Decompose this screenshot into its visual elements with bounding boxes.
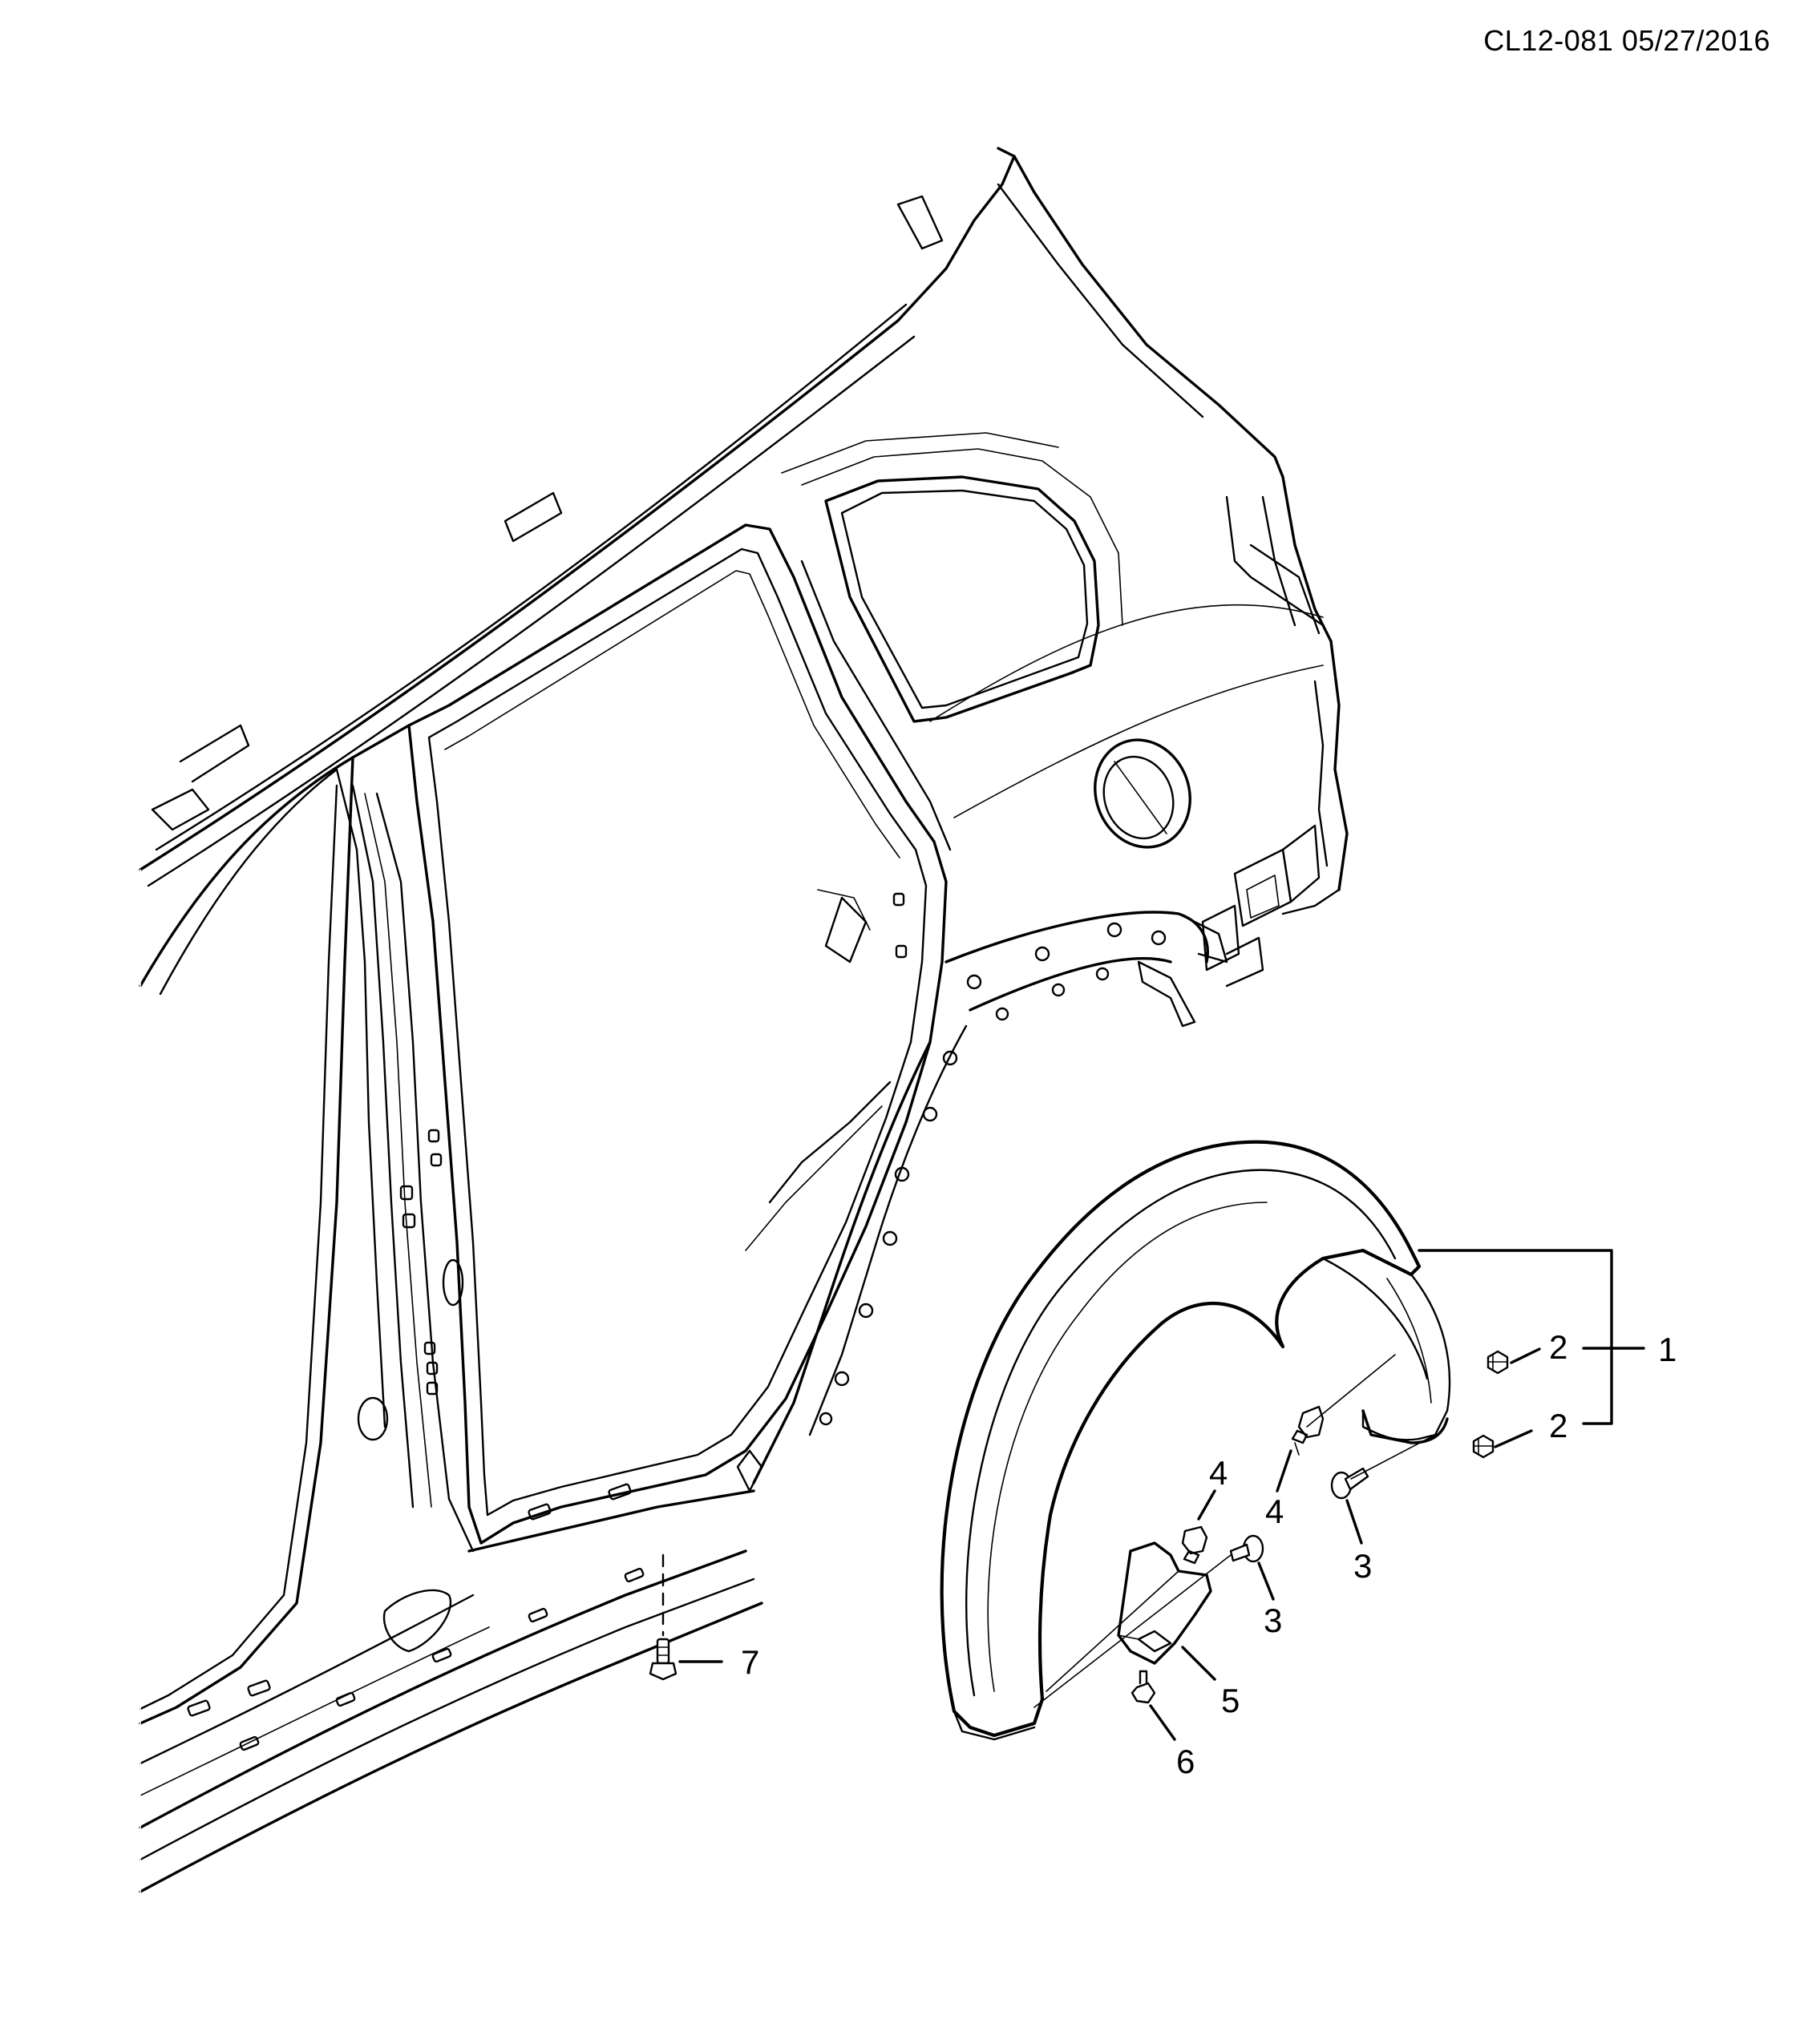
callout-2-lower: 2 [1549, 1407, 1567, 1444]
retainer-upper [1181, 1525, 1208, 1565]
nut-lower [1472, 1434, 1495, 1459]
splash-shield [1117, 1541, 1212, 1665]
document-code: CL12-081 05/27/2016 [1483, 24, 1770, 57]
screw [1131, 1670, 1156, 1704]
rocker-slots [187, 1483, 645, 1751]
arch-holes [819, 922, 1167, 1426]
callout-7: 7 [741, 1643, 759, 1681]
callout-1: 1 [1658, 1331, 1677, 1368]
retainer-lower [1291, 1405, 1325, 1456]
callout-2-upper: 2 [1549, 1328, 1567, 1366]
bolt [649, 1638, 678, 1681]
callout-4-lower: 4 [1265, 1493, 1284, 1530]
callout-5: 5 [1221, 1682, 1240, 1719]
push-pin-retainer-center [1229, 1534, 1264, 1563]
leader-lines [661, 1249, 1645, 1741]
callout-labels: 1 2 2 3 3 4 4 5 6 7 [741, 1328, 1677, 1780]
nut-upper [1486, 1350, 1509, 1375]
callout-3-center: 3 [1264, 1602, 1282, 1639]
callout-3-right: 3 [1353, 1547, 1372, 1585]
wheelhouse-liner [940, 1140, 1451, 1741]
callout-4-upper: 4 [1209, 1454, 1228, 1492]
callout-6: 6 [1176, 1743, 1195, 1780]
body-side-panel [139, 147, 1349, 1909]
